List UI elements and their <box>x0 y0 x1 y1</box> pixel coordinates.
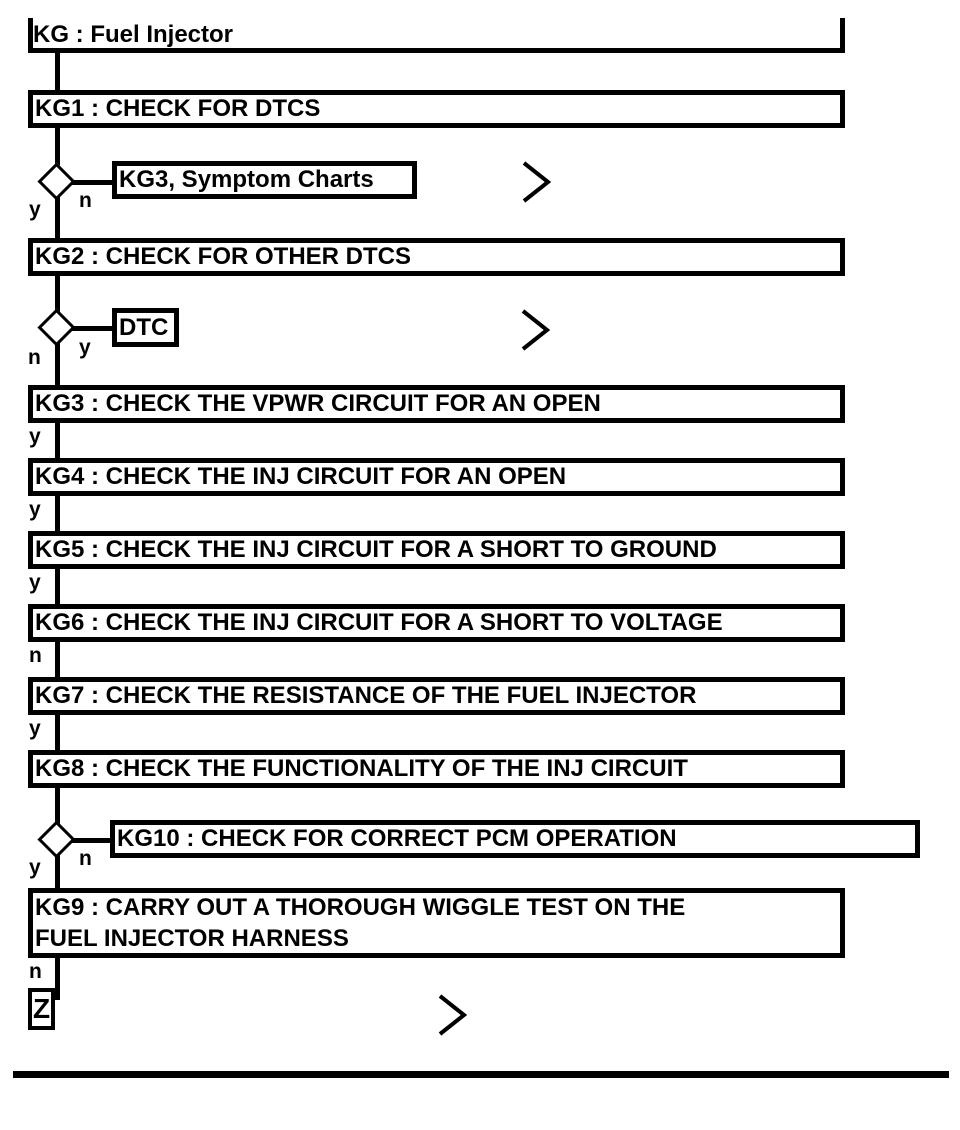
decision-diamond-3 <box>37 820 76 859</box>
connector-line <box>55 197 60 238</box>
flow-step-kg6-label: KG6 : CHECK THE INJ CIRCUIT FOR A SHORT … <box>35 609 723 636</box>
terminator-z-label: Z <box>32 993 51 1024</box>
flow-step-kg9-label-line2: FUEL INJECTOR HARNESS <box>35 925 349 952</box>
flow-step-kg5-label: KG5 : CHECK THE INJ CIRCUIT FOR A SHORT … <box>35 536 717 563</box>
connector-line <box>55 421 60 459</box>
connector-line <box>72 326 114 331</box>
continue-chevron-icon[interactable] <box>520 159 552 205</box>
decision-diamond-2 <box>37 308 76 347</box>
connector-line <box>55 956 60 1000</box>
decision2-down-label: n <box>28 346 41 369</box>
decision3-side-label: n <box>79 847 92 870</box>
connector-line <box>55 126 60 166</box>
flow-step-kg8[interactable]: KG8 : CHECK THE FUNCTIONALITY OF THE INJ… <box>28 750 845 788</box>
step-result-label: n <box>29 644 42 667</box>
flow-step-kg9[interactable]: KG9 : CARRY OUT A THOROUGH WIGGLE TEST O… <box>28 888 845 958</box>
connector-line <box>55 274 60 314</box>
flow-step-kg3-label: KG3 : CHECK THE VPWR CIRCUIT FOR AN OPEN <box>35 390 601 417</box>
bottom-divider <box>13 1071 949 1078</box>
connector-line <box>55 567 60 605</box>
flow-step-kg9-label-line1: KG9 : CARRY OUT A THOROUGH WIGGLE TEST O… <box>35 893 686 921</box>
branch-box-dtc-label: DTC <box>119 313 169 341</box>
connector-line <box>55 343 60 386</box>
flow-step-kg2-label: KG2 : CHECK FOR OTHER DTCS <box>35 243 412 270</box>
flow-step-kg1-label: KG1 : CHECK FOR DTCS <box>35 95 321 122</box>
branch-box-dtc[interactable]: DTC <box>112 308 179 347</box>
step-result-label: y <box>29 425 41 448</box>
connector-line <box>55 53 60 92</box>
decision-diamond-1 <box>37 162 76 201</box>
flow-step-kg4[interactable]: KG4 : CHECK THE INJ CIRCUIT FOR AN OPEN <box>28 458 845 496</box>
connector-line <box>72 838 112 843</box>
connector-line <box>72 180 114 185</box>
flow-step-kg7-label: KG7 : CHECK THE RESISTANCE OF THE FUEL I… <box>35 682 697 709</box>
step-result-label: y <box>29 717 41 740</box>
flow-step-kg5[interactable]: KG5 : CHECK THE INJ CIRCUIT FOR A SHORT … <box>28 531 845 569</box>
step-result-label: n <box>29 960 42 983</box>
flow-step-kg2[interactable]: KG2 : CHECK FOR OTHER DTCS <box>28 238 845 276</box>
branch-box-symptom-charts-label: KG3, Symptom Charts <box>119 166 374 193</box>
branch-box-kg10[interactable]: KG10 : CHECK FOR CORRECT PCM OPERATION <box>110 820 920 858</box>
flow-step-kg8-label: KG8 : CHECK THE FUNCTIONALITY OF THE INJ… <box>35 755 688 782</box>
continue-chevron-icon[interactable] <box>519 307 551 353</box>
step-result-label: y <box>29 571 41 594</box>
connector-line <box>55 855 60 888</box>
title-bracket <box>28 18 845 53</box>
decision1-side-label: n <box>79 189 92 212</box>
decision3-down-label: y <box>29 856 41 879</box>
flow-step-kg6[interactable]: KG6 : CHECK THE INJ CIRCUIT FOR A SHORT … <box>28 604 845 642</box>
terminator-z[interactable]: Z <box>28 988 55 1030</box>
connector-line <box>55 640 60 678</box>
page-title: KG : Fuel Injector <box>33 21 234 48</box>
connector-line <box>55 786 60 828</box>
connector-line <box>55 713 60 751</box>
connector-line <box>55 494 60 532</box>
flow-step-kg7[interactable]: KG7 : CHECK THE RESISTANCE OF THE FUEL I… <box>28 677 845 715</box>
flow-step-kg1[interactable]: KG1 : CHECK FOR DTCS <box>28 90 845 128</box>
branch-box-kg10-label: KG10 : CHECK FOR CORRECT PCM OPERATION <box>117 825 677 852</box>
step-result-label: y <box>29 498 41 521</box>
flow-step-kg3[interactable]: KG3 : CHECK THE VPWR CIRCUIT FOR AN OPEN <box>28 385 845 423</box>
continue-chevron-icon[interactable] <box>436 992 468 1038</box>
decision1-down-label: y <box>29 198 41 221</box>
decision2-side-label: y <box>79 336 91 359</box>
branch-box-symptom-charts[interactable]: KG3, Symptom Charts <box>112 161 417 199</box>
flow-step-kg4-label: KG4 : CHECK THE INJ CIRCUIT FOR AN OPEN <box>35 463 567 490</box>
